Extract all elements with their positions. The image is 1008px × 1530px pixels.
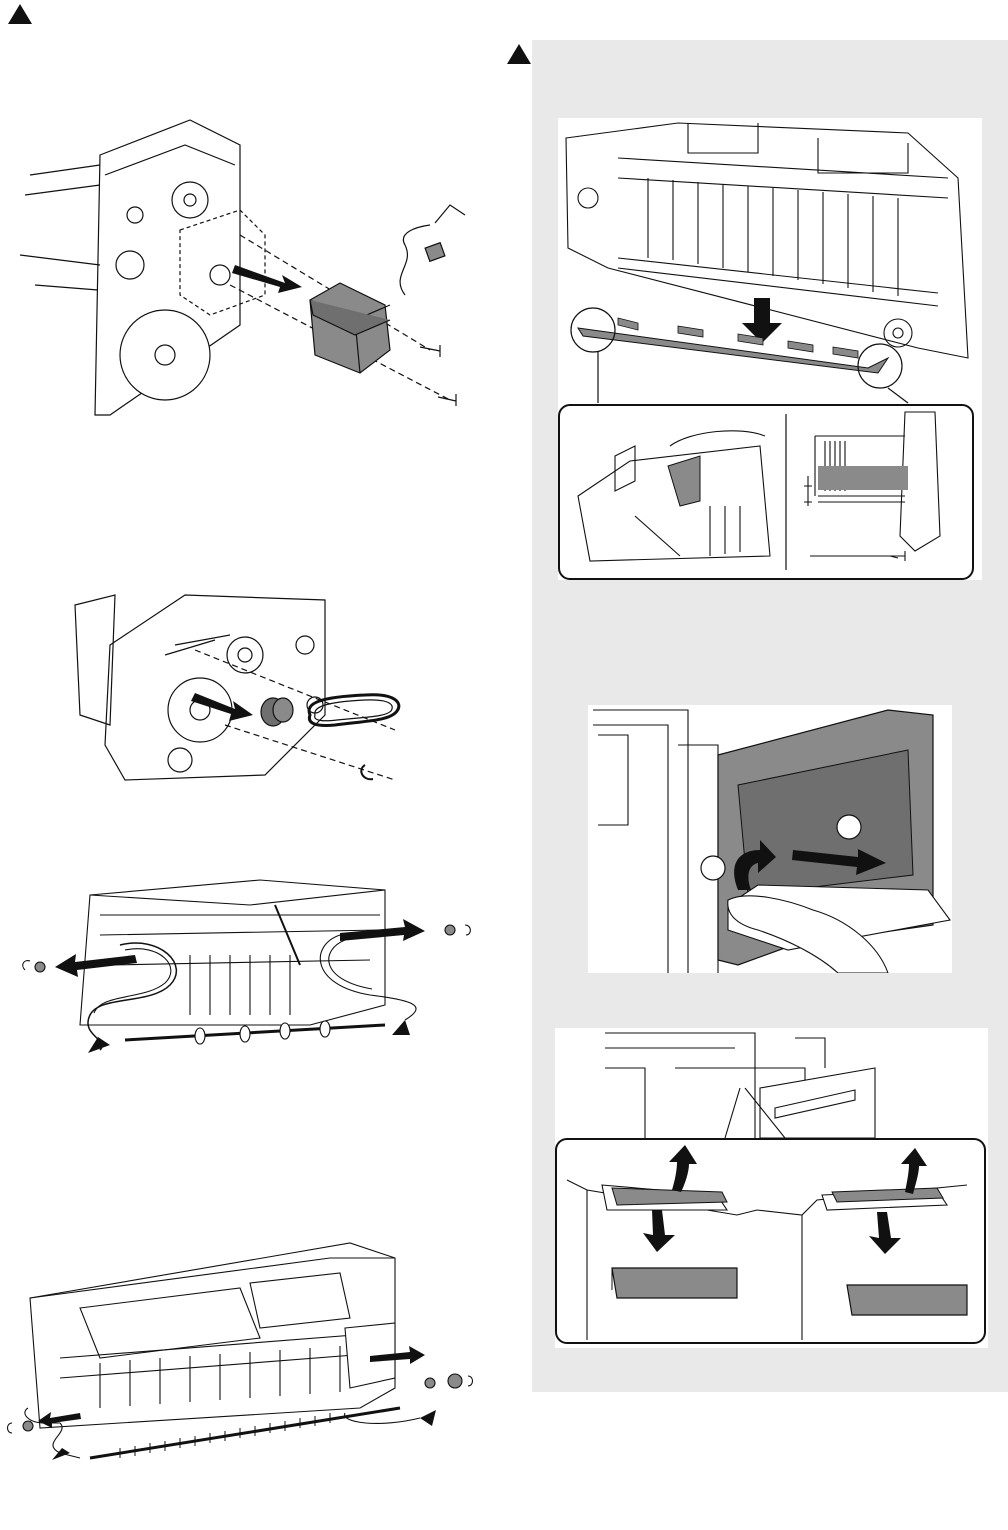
warning-triangle-icon xyxy=(507,44,531,64)
motor-removal-illustration xyxy=(10,115,480,435)
pad-detail-inset xyxy=(555,1138,986,1344)
belt-pulley-removal-illustration xyxy=(65,585,415,795)
warning-triangle-icon xyxy=(8,4,32,24)
long-roller-removal-illustration xyxy=(0,1228,490,1478)
side-door-open-illustration xyxy=(588,705,952,973)
sheet-installation-illustration xyxy=(558,118,982,580)
detail-inset xyxy=(558,404,974,580)
pad-installation-illustration xyxy=(555,1028,988,1348)
roller-removal-illustration xyxy=(10,875,480,1065)
